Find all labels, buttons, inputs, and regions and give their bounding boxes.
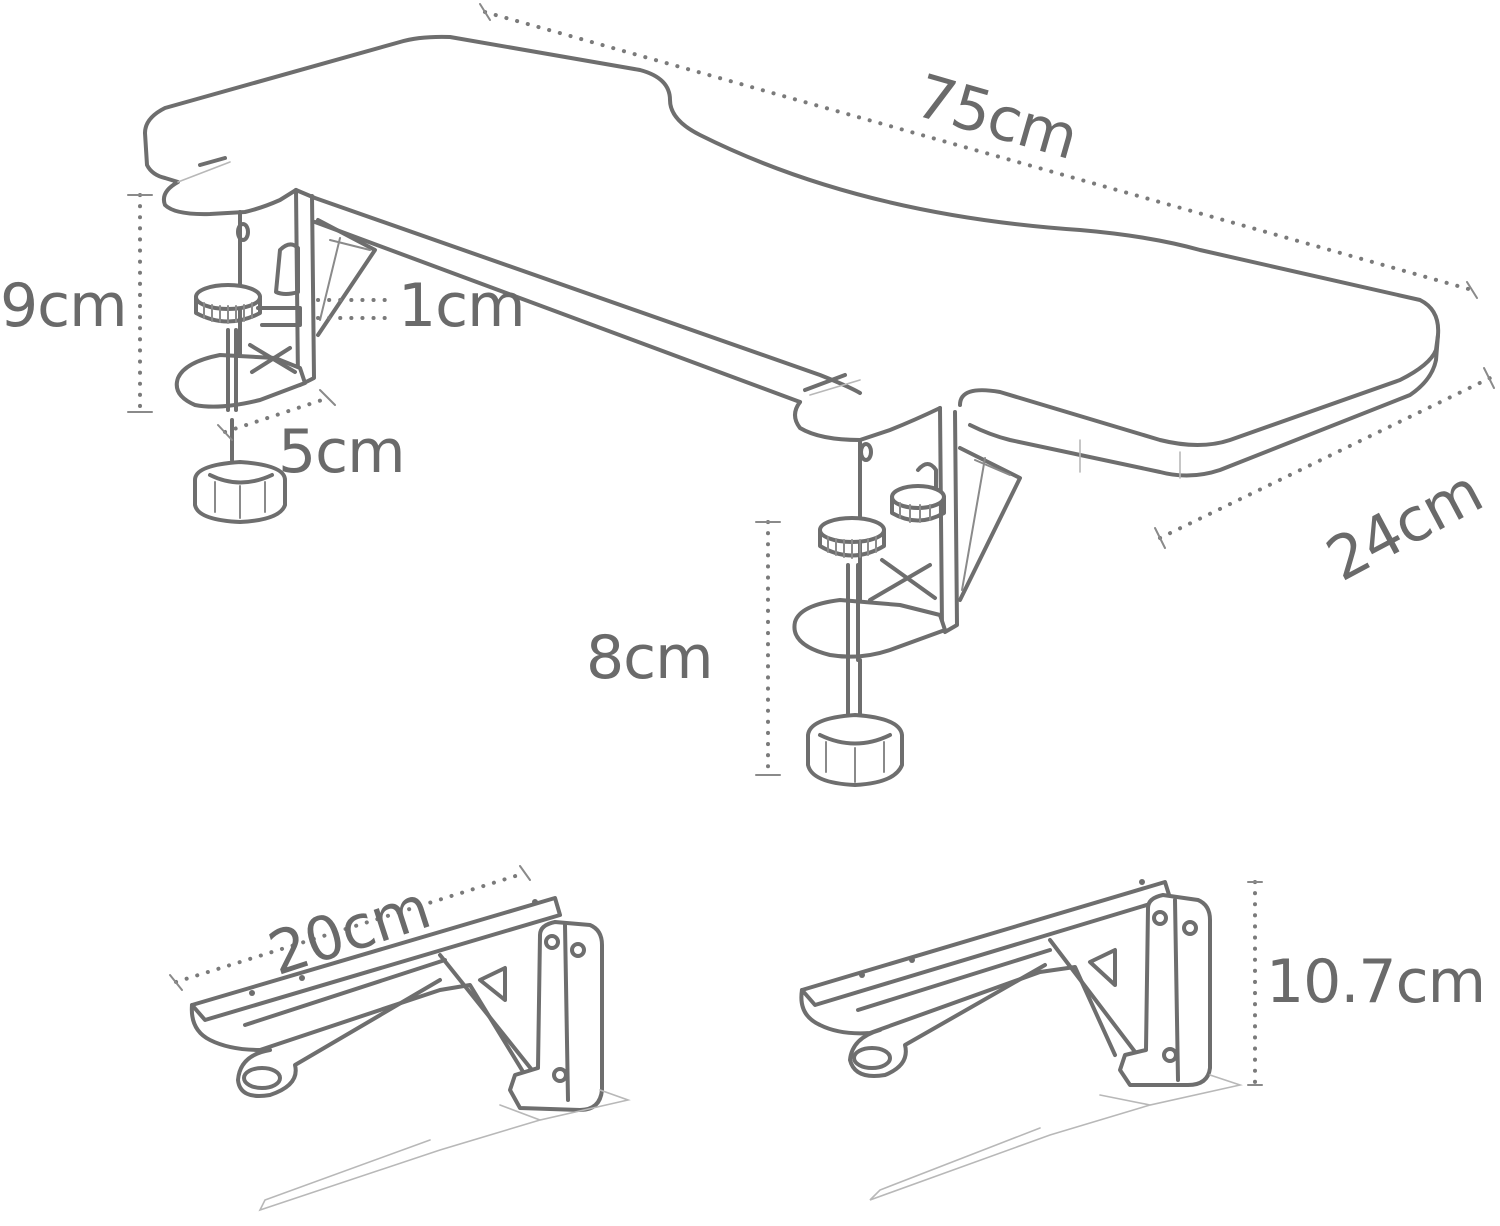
label-clamp-opening-8cm: 8cm xyxy=(586,623,714,693)
label-clamp-height-9cm: 9cm xyxy=(0,271,128,341)
label-clamp-depth-5cm: 5cm xyxy=(278,417,406,487)
armrest-board xyxy=(143,34,1441,479)
dimension-lines xyxy=(127,3,1495,1087)
label-bracket-height-10-7cm: 10.7cm xyxy=(1266,947,1486,1017)
right-clamp xyxy=(792,406,1022,787)
label-clamp-gap-1cm: 1cm xyxy=(398,271,526,341)
folding-bracket-side xyxy=(799,879,1243,1201)
folding-bracket-extended xyxy=(189,896,631,1212)
